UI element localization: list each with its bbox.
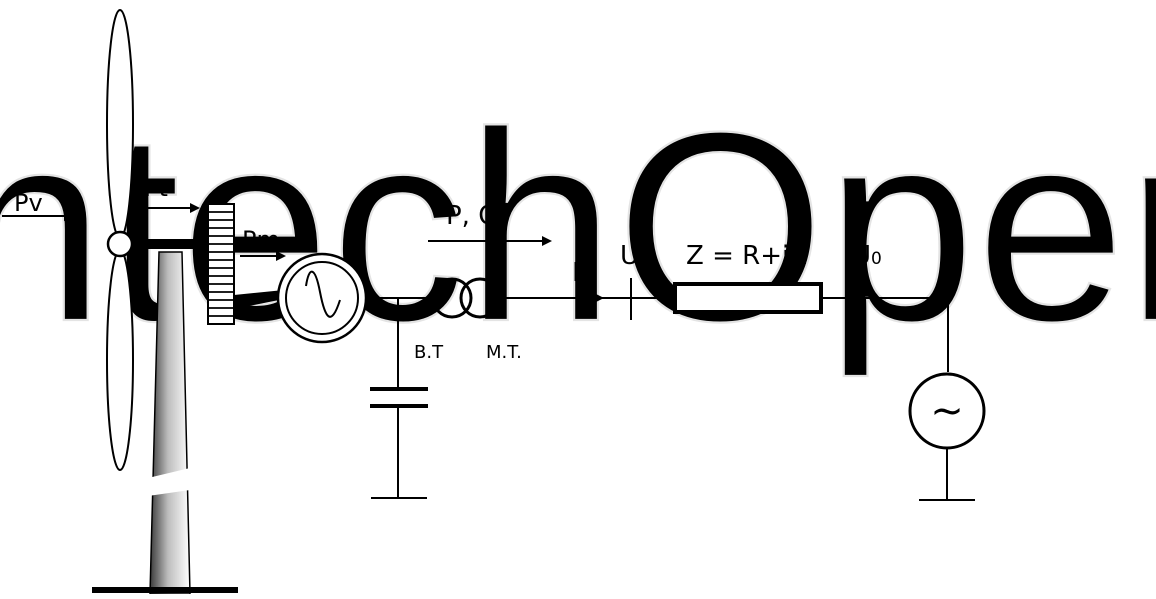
sine-wave-icon (305, 270, 341, 318)
turbine-blade-top (106, 9, 134, 239)
gearbox (207, 203, 235, 325)
low-voltage-label: B.T (414, 342, 444, 363)
pm-label: Pm (242, 226, 280, 254)
tilde-icon: ~ (930, 388, 964, 434)
bus-u0-label: U0 (852, 241, 882, 271)
pt-label: Pt (144, 174, 168, 202)
main-shaft (128, 239, 210, 249)
pq-label: P, Q (446, 201, 499, 231)
tower-gap (148, 468, 190, 496)
generator (276, 252, 368, 344)
capacitor-bank (370, 298, 428, 499)
current-label: I (572, 258, 580, 288)
bus-u-label: U (620, 241, 639, 271)
impedance-box (673, 282, 823, 314)
turbine-hub (106, 230, 134, 258)
turbine-blade-bottom (106, 249, 134, 471)
generator-shaft (234, 290, 284, 309)
watermark-text: IntechOpen (0, 77, 1156, 379)
pv-label: Pv (14, 189, 43, 217)
medium-voltage-label: M.T. (486, 342, 522, 363)
impedance-label: Z = R+jX (686, 241, 807, 271)
